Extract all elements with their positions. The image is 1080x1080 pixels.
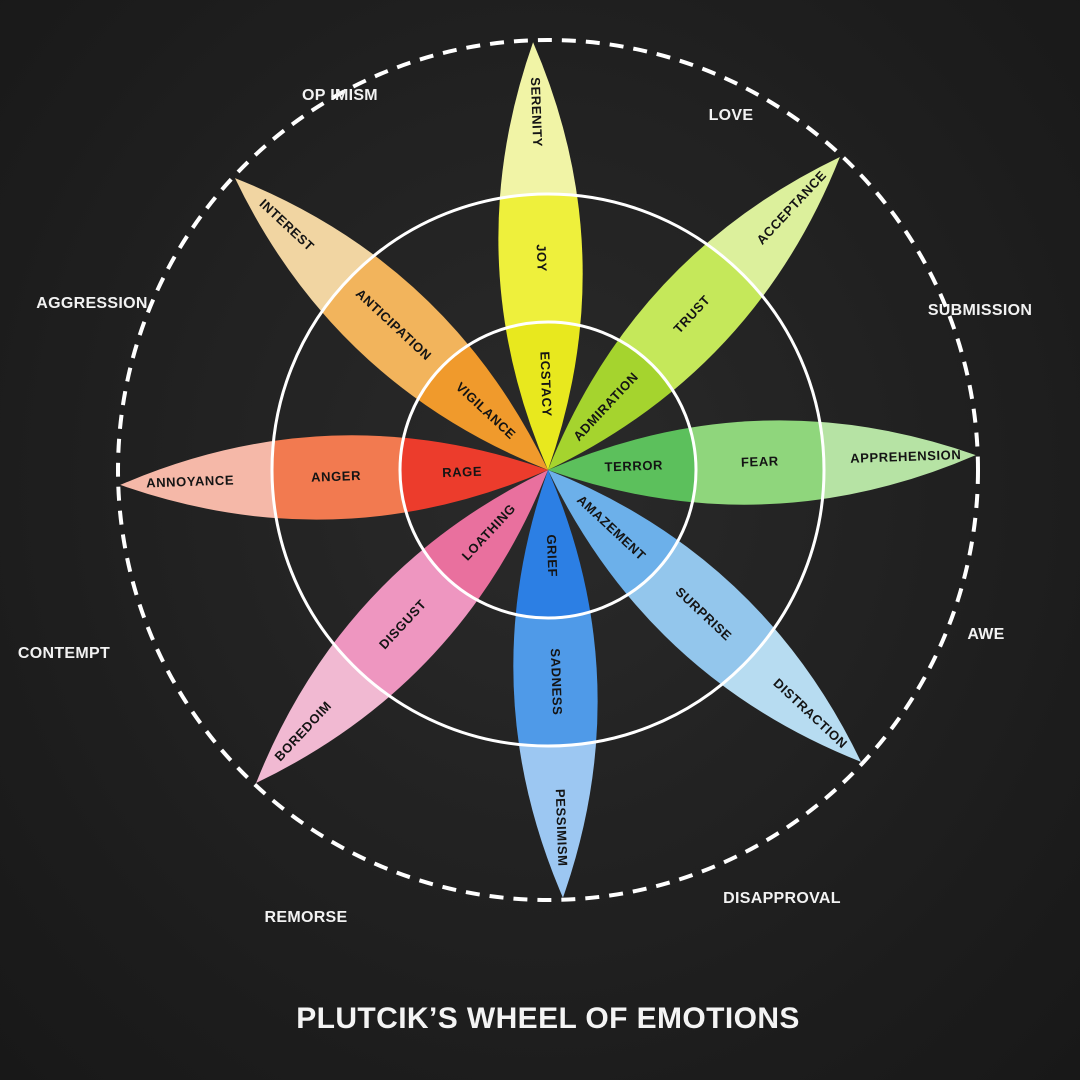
petal-sadness-inner-wrap [513, 470, 598, 618]
petal-anticipation-inner-wrap [400, 322, 548, 470]
petal-trust-inner-wrap [548, 322, 696, 470]
dyad-contempt: CONTEMPT [18, 645, 110, 662]
petals-layer [120, 42, 976, 898]
petal-trust-inner [548, 322, 696, 470]
outer-dashed-ring [116, 38, 980, 902]
petal-surprise-inner [548, 470, 696, 618]
label-fear: FEAR [741, 453, 779, 469]
label-rage: RAGE [442, 464, 482, 480]
dyad-love: LOVE [709, 107, 754, 124]
petal-joy-inner-wrap [498, 322, 583, 470]
petal-disgust-inner-wrap [400, 470, 548, 618]
label-grief: GRIEF [544, 534, 560, 577]
label-serenity: SERENITY [528, 77, 545, 147]
petal-sadness-inner [513, 470, 598, 618]
dyad-submission: SUBMISSION [928, 302, 1032, 319]
inner-ring [398, 320, 698, 620]
petal-fear-inner-wrap [548, 420, 696, 505]
petal-joy-inner [498, 322, 583, 470]
petal-anger-inner [400, 435, 548, 520]
label-annoyance: ANNOYANCE [146, 472, 234, 490]
dyad-awe: AWE [967, 626, 1004, 643]
label-apprehension: APPREHENSION [850, 447, 962, 466]
label-anger: ANGER [311, 468, 361, 485]
petal-anticipation-inner [400, 322, 548, 470]
dyad-remorse: REMORSE [265, 909, 348, 926]
dyad-aggression: AGGRESSION [36, 295, 147, 312]
label-joy: JOY [534, 244, 550, 272]
label-ecstacy: ECSTACY [537, 351, 554, 417]
dyad-labels-layer: OP IMISM LOVE SUBMISSION AWE DISAPPROVAL REMO… [18, 87, 1032, 926]
petal-surprise-inner-wrap [548, 470, 696, 618]
petal-disgust-inner [400, 470, 548, 618]
dashed-ring-layer [116, 38, 980, 902]
petal-fear-inner [548, 420, 696, 505]
diagram-title: PLUTCIK’S WHEEL OF EMOTIONS [296, 1002, 800, 1035]
middle-ring [270, 192, 826, 748]
label-pessimism: PESSIMISM [553, 789, 571, 867]
dyad-disapproval: DISAPPROVAL [723, 890, 841, 907]
dyad-op-imism: OP IMISM [302, 87, 378, 104]
label-terror: TERROR [604, 457, 663, 474]
petal-anger-inner-wrap [400, 435, 548, 520]
label-sadness: SADNESS [548, 648, 565, 716]
rings-layer [270, 192, 826, 748]
